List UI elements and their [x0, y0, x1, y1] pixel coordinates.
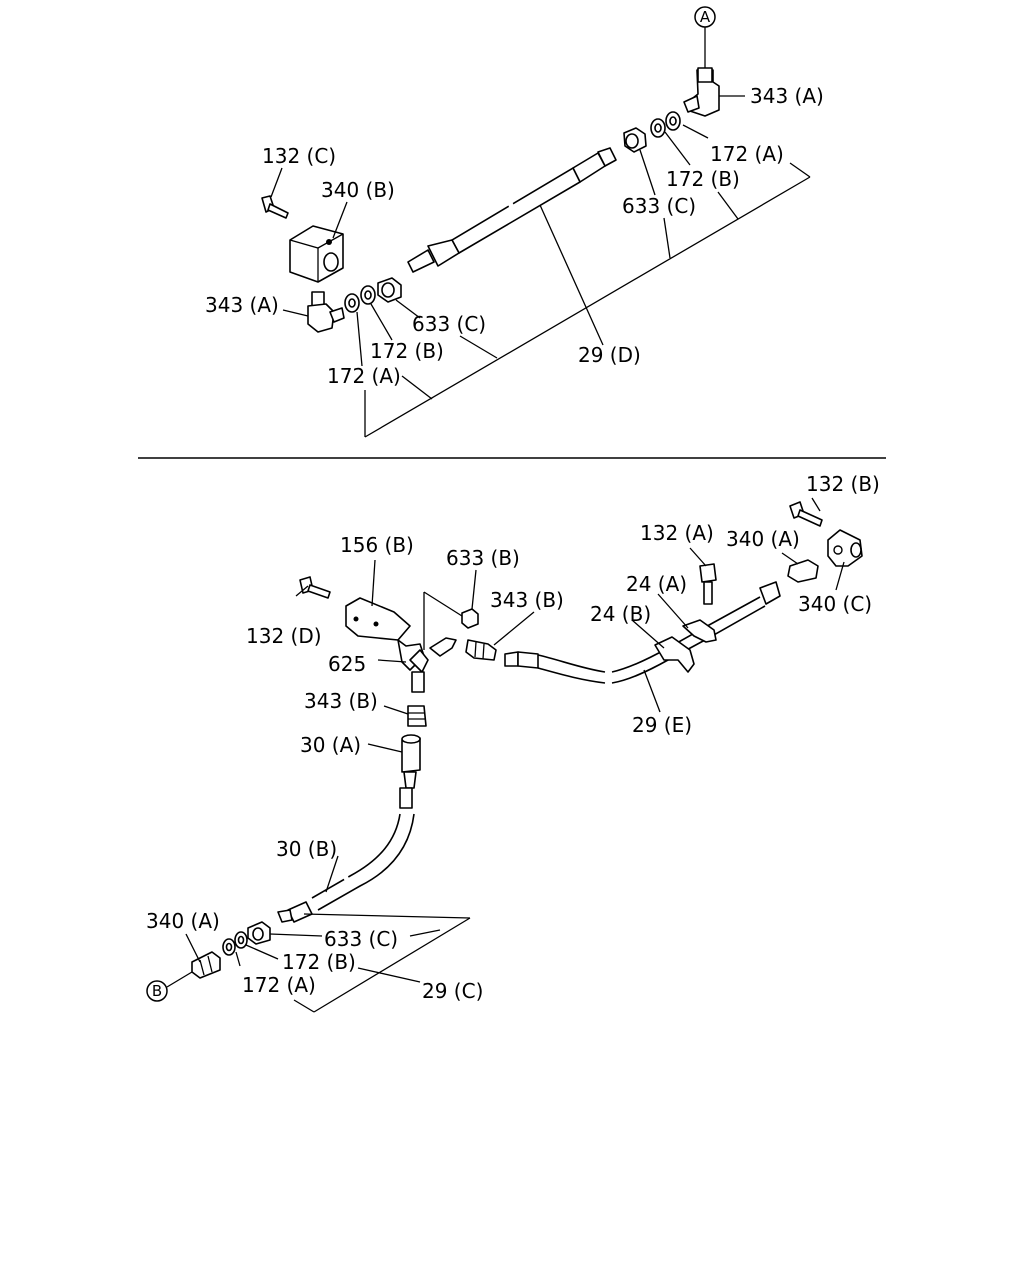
junction-block-340b [289, 225, 344, 283]
hose-30a [401, 734, 421, 789]
label-156b: 156 (B) [340, 533, 414, 557]
label-172b-low: 172 (B) [282, 950, 356, 974]
marker-b-letter: B [152, 982, 162, 1000]
bottom-assembly: B [146, 472, 880, 1013]
nut-633c-top [623, 127, 647, 153]
marker-a-letter: A [700, 8, 711, 26]
nut-633c-low [247, 921, 271, 945]
elbow-fitting-343a-left [307, 291, 345, 333]
elbow-fitting-343a-top [683, 67, 745, 117]
fitting-343b-low [407, 705, 427, 727]
label-30a: 30 (A) [300, 733, 361, 757]
washer-172a-low [222, 938, 236, 956]
bolt-132a [699, 563, 717, 605]
label-172a-top: 172 (A) [710, 142, 784, 166]
washer-172b-low [234, 931, 248, 949]
washer-172b-mid [360, 285, 376, 305]
marker-b: B [146, 971, 193, 1002]
nut-633b [461, 608, 479, 629]
label-340a-right: 340 (A) [726, 527, 800, 551]
label-340c: 340 (C) [798, 592, 872, 616]
label-172a-mid: 172 (A) [327, 364, 401, 388]
union-625 [409, 637, 457, 693]
washer-172a-top [665, 111, 681, 131]
leader-lines-top [270, 124, 811, 438]
nut-633c-mid [377, 277, 402, 303]
label-29e: 29 (E) [632, 713, 692, 737]
label-30b: 30 (B) [276, 837, 337, 861]
fitting-340a-right [787, 559, 819, 583]
clip-24a [682, 619, 717, 643]
label-24a: 24 (A) [626, 572, 687, 596]
label-172b-top: 172 (B) [666, 167, 740, 191]
label-132a: 132 (A) [640, 521, 714, 545]
label-343b-mid: 343 (B) [490, 588, 564, 612]
label-633b: 633 (B) [446, 546, 520, 570]
label-132b: 132 (B) [806, 472, 880, 496]
fitting-340a-left [191, 951, 221, 979]
label-132c: 132 (C) [262, 144, 336, 168]
pipe-29d [407, 147, 617, 273]
pipe-30b [277, 787, 415, 923]
leader-lines-bottom [185, 497, 845, 1013]
label-343a-top: 343 (A) [750, 84, 824, 108]
bolt-132d [299, 576, 331, 599]
label-29d: 29 (D) [578, 343, 641, 367]
marker-a: A [694, 6, 716, 68]
label-633c-low: 633 (C) [324, 927, 398, 951]
label-29c: 29 (C) [422, 979, 483, 1003]
label-172a-low: 172 (A) [242, 973, 316, 997]
label-633c-top: 633 (C) [622, 194, 696, 218]
washer-172b-top [650, 118, 666, 138]
washer-172a-mid [344, 293, 360, 313]
label-343a-left: 343 (A) [205, 293, 279, 317]
clip-24b [654, 636, 695, 673]
label-625: 625 [328, 652, 366, 676]
label-633c-mid: 633 (C) [412, 312, 486, 336]
label-24b: 24 (B) [590, 602, 651, 626]
bracket-340c [827, 529, 863, 567]
label-172b-mid: 172 (B) [370, 339, 444, 363]
label-343b-low: 343 (B) [304, 689, 378, 713]
label-132d: 132 (D) [246, 624, 322, 648]
fitting-343b-mid [465, 639, 497, 661]
bolt-132c [261, 195, 289, 219]
label-340a-left: 340 (A) [146, 909, 220, 933]
label-340b: 340 (B) [321, 178, 395, 202]
bolt-132b [789, 501, 823, 527]
top-assembly: A [205, 6, 824, 438]
